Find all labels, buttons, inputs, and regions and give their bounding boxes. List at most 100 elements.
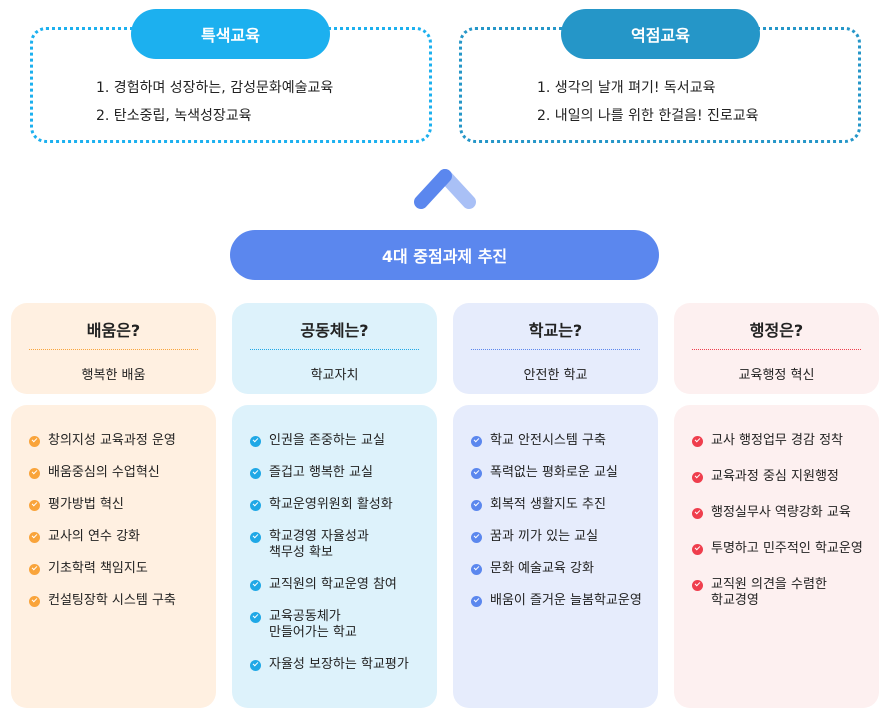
main-task-banner: 4대 중점과제 추진	[230, 230, 659, 280]
list-item: 회복적 생활지도 추진	[471, 497, 658, 513]
list-item: 자율성 보장하는 학교평가	[250, 657, 437, 673]
list-item: 교육공동체가 만들어가는 학교	[250, 609, 437, 641]
list-item: 문화 예술교육 강화	[471, 561, 658, 577]
card-subtitle: 안전한 학교	[523, 368, 588, 383]
card-title: 공동체는?	[300, 321, 369, 340]
list-item: 기초학력 책임지도	[29, 561, 216, 577]
check-circle-icon	[692, 544, 703, 555]
header-card-community: 공동체는? 학교자치	[232, 303, 437, 394]
item-label: 컨설팅장학 시스템 구축	[48, 593, 176, 608]
check-circle-icon	[250, 660, 261, 671]
list-item: 학교 안전시스템 구축	[471, 433, 658, 449]
card-subtitle: 교육행정 혁신	[738, 368, 815, 383]
header-card-learning: 배움은? 행복한 배움	[11, 303, 216, 394]
list-item: 교육과정 중심 지원행정	[692, 469, 879, 485]
check-circle-icon	[29, 468, 40, 479]
check-circle-icon	[471, 564, 482, 575]
list-item: 1. 경험하며 성장하는, 감성문화예술교육	[96, 80, 334, 96]
check-circle-icon	[692, 508, 703, 519]
check-circle-icon	[29, 532, 40, 543]
list-item: 학교경영 자율성과 책무성 확보	[250, 529, 437, 561]
divider	[471, 349, 640, 350]
card-subtitle: 학교자치	[310, 368, 359, 383]
item-label: 기초학력 책임지도	[48, 561, 148, 576]
item-label: 행정실무사 역량강화 교육	[711, 505, 851, 520]
check-circle-icon	[692, 436, 703, 447]
list-item: 컨설팅장학 시스템 구축	[29, 593, 216, 609]
divider	[250, 349, 419, 350]
card-title: 배움은?	[86, 321, 141, 340]
item-label: 교사 행정업무 경감 정착	[711, 433, 843, 448]
item-label: 학교경영 자율성과 책무성 확보	[269, 529, 369, 560]
check-circle-icon	[471, 436, 482, 447]
check-circle-icon	[250, 532, 261, 543]
check-circle-icon	[250, 500, 261, 511]
header-card-school: 학교는? 안전한 학교	[453, 303, 658, 394]
header-card-administration: 행정은? 교육행정 혁신	[674, 303, 879, 394]
item-label: 문화 예술교육 강화	[490, 561, 594, 576]
special-education-title: 특색교육	[131, 9, 330, 59]
item-label: 즐겁고 행복한 교실	[269, 465, 373, 480]
item-label: 배움중심의 수업혁신	[48, 465, 160, 480]
chevron-up-icon	[414, 169, 476, 209]
list-item: 교사의 연수 강화	[29, 529, 216, 545]
item-label: 교사의 연수 강화	[48, 529, 140, 544]
item-label: 꿈과 끼가 있는 교실	[490, 529, 599, 544]
check-circle-icon	[250, 580, 261, 591]
check-circle-icon	[692, 580, 703, 591]
focus-education-title: 역점교육	[561, 9, 760, 59]
list-item: 평가방법 혁신	[29, 497, 216, 513]
divider	[29, 349, 198, 350]
item-label: 교육과정 중심 지원행정	[711, 469, 839, 484]
list-item: 배움이 즐거운 늘봄학교운영	[471, 593, 658, 609]
card-title: 학교는?	[528, 321, 583, 340]
focus-education-list: 1. 생각의 날개 펴기! 독서교육 2. 내일의 나를 위한 한걸음! 진로교…	[462, 74, 858, 130]
list-item: 1. 생각의 날개 펴기! 독서교육	[537, 80, 716, 96]
check-circle-icon	[29, 596, 40, 607]
check-circle-icon	[29, 500, 40, 511]
item-label: 창의지성 교육과정 운영	[48, 433, 176, 448]
check-circle-icon	[29, 436, 40, 447]
item-label: 투명하고 민주적인 학교운영	[711, 541, 863, 556]
item-label: 교육공동체가 만들어가는 학교	[269, 609, 357, 640]
check-circle-icon	[471, 468, 482, 479]
list-item: 교직원 의견을 수렴한 학교경영	[692, 577, 879, 609]
check-circle-icon	[250, 436, 261, 447]
list-item: 폭력없는 평화로운 교실	[471, 465, 658, 481]
check-circle-icon	[471, 500, 482, 511]
list-item: 배움중심의 수업혁신	[29, 465, 216, 481]
list-item: 투명하고 민주적인 학교운영	[692, 541, 879, 557]
list-item: 교사 행정업무 경감 정착	[692, 433, 879, 449]
list-item: 행정실무사 역량강화 교육	[692, 505, 879, 521]
list-item: 교직원의 학교운영 참여	[250, 577, 437, 593]
item-label: 회복적 생활지도 추진	[490, 497, 606, 512]
list-item: 꿈과 끼가 있는 교실	[471, 529, 658, 545]
card-title: 행정은?	[749, 321, 804, 340]
list-item: 2. 내일의 나를 위한 한걸음! 진로교육	[537, 108, 759, 124]
check-circle-icon	[471, 596, 482, 607]
check-circle-icon	[29, 564, 40, 575]
item-label: 자율성 보장하는 학교평가	[269, 657, 409, 672]
list-item: 학교운영위원회 활성화	[250, 497, 437, 513]
item-label: 학교 안전시스템 구축	[490, 433, 606, 448]
item-label: 교직원의 학교운영 참여	[269, 577, 397, 592]
item-label: 교직원 의견을 수렴한 학교경영	[711, 577, 827, 608]
item-label: 학교운영위원회 활성화	[269, 497, 393, 512]
check-circle-icon	[471, 532, 482, 543]
card-subtitle: 행복한 배움	[81, 368, 146, 383]
divider	[692, 349, 861, 350]
check-circle-icon	[692, 472, 703, 483]
list-item: 즐겁고 행복한 교실	[250, 465, 437, 481]
item-label: 인권을 존중하는 교실	[269, 433, 385, 448]
item-label: 폭력없는 평화로운 교실	[490, 465, 618, 480]
list-item: 2. 탄소중립, 녹색성장교육	[96, 108, 252, 124]
item-label: 배움이 즐거운 늘봄학교운영	[490, 593, 642, 608]
check-circle-icon	[250, 468, 261, 479]
